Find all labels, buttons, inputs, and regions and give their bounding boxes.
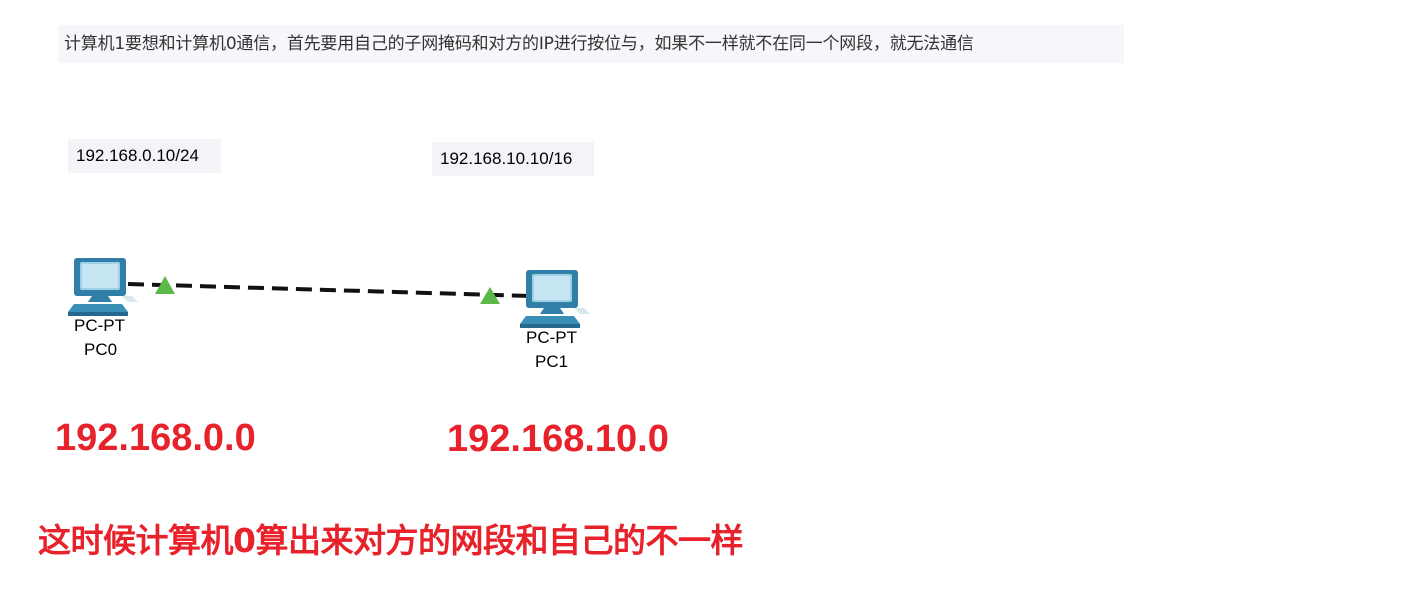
conclusion-text: 这时候计算机0算出来对方的网段和自己的不一样: [38, 521, 743, 560]
pc0-computer-icon[interactable]: [68, 258, 138, 316]
pc0-ip-label: 192.168.0.10/24: [68, 139, 221, 173]
pc1-type-label: PC-PT: [526, 328, 577, 347]
pc1-link-status-icon: [480, 287, 500, 304]
pc0-type-label: PC-PT: [74, 316, 125, 335]
explanation-note: 计算机1要想和计算机0通信，首先要用自己的子网掩码和对方的IP进行按位与，如果不…: [58, 25, 1124, 63]
pc0-name-label: PC0: [84, 340, 118, 359]
pc1-computer-icon[interactable]: [520, 270, 590, 328]
pc1-name-label: PC1: [535, 352, 569, 371]
pc1-network-address: 192.168.10.0: [447, 418, 669, 460]
ethernet-link[interactable]: [127, 282, 531, 298]
pc0-network-address: 192.168.0.0: [55, 417, 256, 459]
pc1-ip-label: 192.168.10.10/16: [432, 142, 594, 176]
pc0-link-status-icon: [155, 276, 175, 294]
